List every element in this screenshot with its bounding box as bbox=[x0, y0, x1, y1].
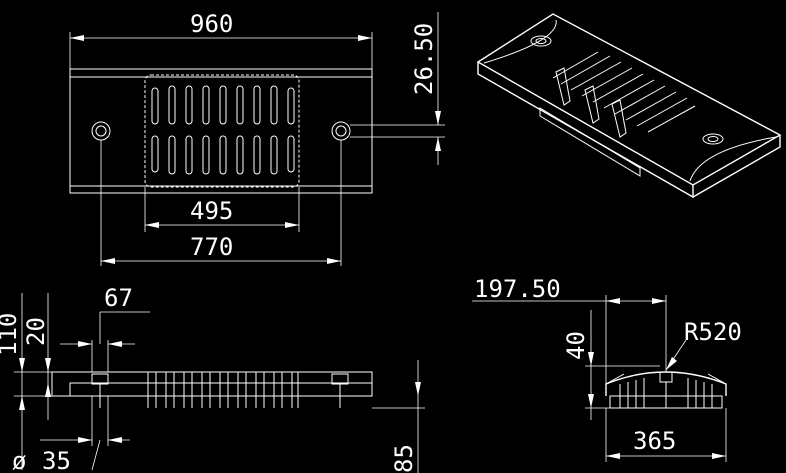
dim-section-height: 40 bbox=[562, 331, 590, 360]
dim-side-base: 85 bbox=[390, 444, 418, 473]
dim-section-radius: R520 bbox=[684, 318, 742, 346]
dim-section-half-width: 197.50 bbox=[474, 275, 561, 303]
dim-side-height-part: 20 bbox=[22, 317, 50, 346]
side-slots bbox=[147, 372, 299, 408]
dim-thickness: 26.50 bbox=[410, 23, 438, 95]
plan-view: 960 26.50 495 770 bbox=[69, 10, 445, 266]
section-slots bbox=[619, 378, 713, 408]
grate-outline bbox=[144, 74, 300, 188]
bolt-hole-right bbox=[331, 121, 351, 141]
iso-slots bbox=[552, 51, 696, 138]
dim-hole-spacing: 770 bbox=[190, 233, 233, 261]
bolt-hole-left bbox=[91, 121, 111, 141]
grate-slots-lower bbox=[151, 135, 295, 175]
side-view: 67 110 20 ø 35 85 bbox=[0, 284, 425, 473]
dim-hole-diameter: 35 bbox=[42, 447, 71, 473]
section-view: 197.50 40 R520 365 bbox=[472, 275, 742, 462]
dim-side-height-total: 110 bbox=[0, 313, 22, 356]
isometric-view bbox=[476, 13, 782, 199]
dim-section-base: 365 bbox=[633, 427, 676, 455]
dim-overall-length: 960 bbox=[190, 10, 233, 38]
grate-slots-upper bbox=[151, 85, 295, 125]
dim-grate-length: 495 bbox=[190, 197, 233, 225]
dim-side-width: 67 bbox=[104, 284, 133, 312]
diameter-symbol: ø bbox=[12, 447, 26, 473]
plan-outline bbox=[69, 68, 373, 194]
